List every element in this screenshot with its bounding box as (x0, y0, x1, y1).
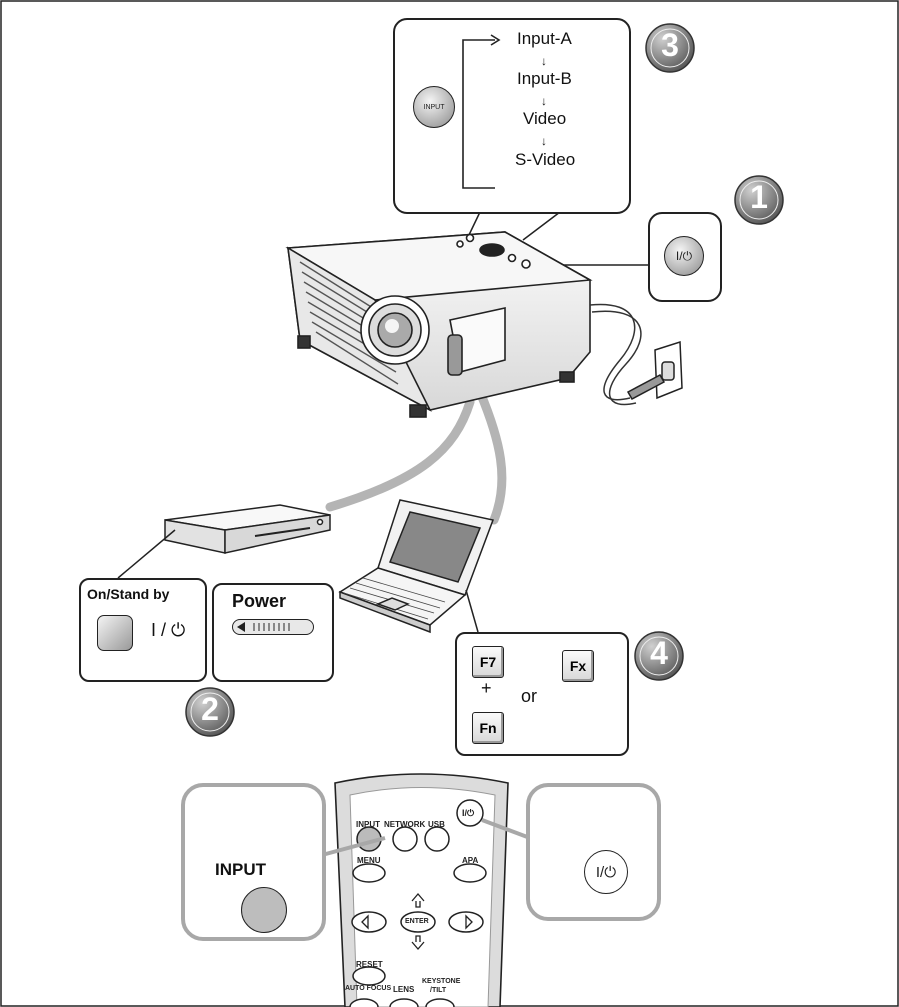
power-cord (589, 303, 642, 406)
cycle-bracket (462, 34, 501, 189)
slider-arrow-icon (237, 622, 245, 632)
f7-key: F7 (472, 646, 504, 678)
callout-pointer-power-remote (481, 818, 531, 840)
laptop (338, 499, 495, 634)
input-b-label: Input-B (517, 69, 572, 88)
remote-buttons (349, 799, 487, 1007)
remote-input-label: INPUT (356, 820, 380, 829)
projector-power-callout: I/⏻ (648, 212, 722, 302)
remote-usb-label: USB (428, 820, 445, 829)
step-badge-3 (645, 23, 695, 73)
step-badge-4 (634, 631, 684, 681)
input-a-label: Input-A (517, 29, 572, 48)
input-button-icon: INPUT (413, 86, 455, 128)
step-badge-1-top (734, 175, 784, 225)
step5-input-label: INPUT (215, 860, 266, 879)
slider-dots-icon (253, 623, 293, 631)
remote-network-label: NETWORK (384, 820, 426, 829)
power-switch-callout: Power (212, 583, 334, 682)
step-number-4: 4 (650, 635, 668, 671)
or-label: or (521, 686, 538, 706)
remote-power-button-icon: I/⏻ (584, 850, 628, 894)
input-cycle-callout: INPUT Input-A ↓ Input-B ↓ Video ↓ S-Vide… (393, 18, 631, 214)
callout-pointer-input (467, 211, 561, 241)
fn-key: Fn (472, 712, 504, 744)
cycle-arrow-2: ↓ (541, 94, 547, 108)
cable-to-video-player (325, 397, 475, 512)
remote-auto-focus-label: AUTO FOCUS (345, 985, 392, 992)
cables (325, 387, 507, 525)
step-number-1-top: 1 (750, 179, 768, 215)
on-standby-callout: On/Stand by I / ⏻ (79, 578, 207, 682)
on-standby-label: On/Stand by (87, 586, 170, 602)
remote-power-callout-symbol: I/⏻ (595, 863, 617, 881)
callout-pointer-on-standby (117, 529, 176, 579)
fx-key: Fx (562, 650, 594, 682)
step-badge-2 (185, 687, 235, 737)
remote-lens-label: LENS (393, 985, 415, 994)
remote-arrows (361, 893, 473, 950)
keys-callout: F7 + or Fx Fn (455, 632, 629, 756)
input-button-label: INPUT (423, 103, 445, 111)
remote-tilt-label: /TILT (430, 987, 447, 994)
power-slider-switch (232, 619, 314, 635)
remote-apa-label: APA (462, 856, 479, 865)
projector-power-button-icon: I/⏻ (664, 236, 704, 276)
remote-keystone-label: KEYSTONE (422, 978, 461, 985)
remote-enter-label: ENTER (405, 918, 429, 925)
projector (285, 231, 593, 418)
remote-power-symbol: I/⏻ (462, 808, 475, 818)
callout-pointer-keys (465, 589, 479, 633)
plus-label: + (481, 678, 492, 698)
step5-input-button-icon (241, 887, 287, 933)
power-label: Power (232, 591, 287, 611)
remote-input-callout: INPUT (181, 783, 326, 941)
step-number-3: 3 (661, 27, 679, 63)
wall-outlet (626, 340, 683, 401)
step-number-2: 2 (201, 691, 219, 727)
s-video-label: S-Video (515, 150, 576, 169)
callout-pointer-input-remote (321, 836, 386, 857)
cable-to-laptop (475, 387, 507, 525)
cycle-arrow-3: ↓ (541, 134, 547, 148)
cycle-arrow-1: ↓ (541, 54, 547, 68)
on-standby-button-icon (97, 615, 133, 651)
remote-power-callout: I/⏻ (526, 783, 661, 921)
remote-menu-label: MENU (357, 856, 381, 865)
projector-power-symbol: I/⏻ (675, 248, 693, 263)
remote-reset-label: RESET (356, 960, 383, 969)
video-label: Video (523, 109, 567, 128)
on-standby-power-symbol: I / ⏻ (151, 620, 186, 640)
video-player (164, 504, 331, 554)
